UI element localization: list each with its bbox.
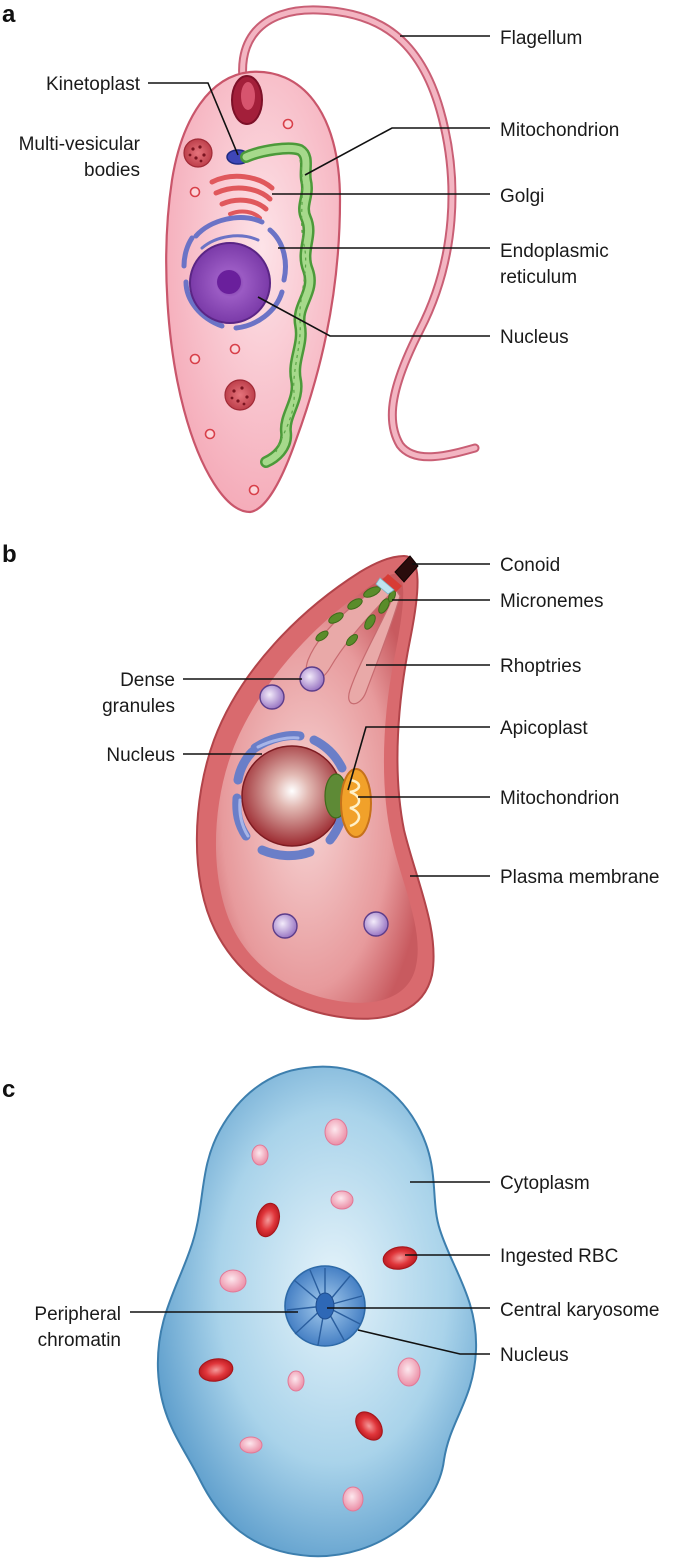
panel-b: b [2, 541, 659, 1020]
label-er-line1: Endoplasmic [500, 241, 609, 262]
multi-vesicular-body [183, 138, 213, 168]
golgi-a [209, 173, 275, 220]
label-apicoplast: Apicoplast [500, 718, 588, 739]
ingested-rbcs [198, 1202, 418, 1441]
label-cytoplasm: Cytoplasm [500, 1173, 590, 1194]
label-plasma-membrane: Plasma membrane [500, 867, 659, 888]
multi-vesicular-body [224, 379, 256, 411]
label-peripheral-line1: Peripheral [34, 1304, 121, 1325]
nucleus-c [284, 1265, 366, 1347]
dense-granules [259, 666, 389, 939]
label-central-karyosome: Central karyosome [500, 1300, 659, 1321]
label-multi-vesicular-line1: Multi-vesicular [19, 134, 141, 155]
panel-c: c [2, 1065, 659, 1558]
nucleolus-a [217, 270, 241, 294]
panel-a: a [2, 1, 619, 514]
mitochondrion-b [340, 768, 372, 838]
micronemes [315, 586, 396, 647]
label-ingested-rbc: Ingested RBC [500, 1246, 618, 1267]
central-karyosome [315, 1292, 335, 1320]
label-dense-line1: Dense [120, 670, 175, 691]
label-micronemes: Micronemes [500, 591, 603, 612]
label-golgi: Golgi [500, 186, 544, 207]
leader-lines-a [148, 35, 490, 337]
label-multi-vesicular-line2: bodies [84, 160, 140, 181]
label-nucleus-c: Nucleus [500, 1345, 569, 1366]
leader-lines-c [130, 1181, 490, 1355]
label-rhoptries: Rhoptries [500, 656, 581, 677]
label-conoid: Conoid [500, 555, 560, 576]
label-nucleus-a: Nucleus [500, 327, 569, 348]
conoid [375, 555, 419, 595]
vesicles-a [189, 118, 294, 496]
label-mitochondrion-a: Mitochondrion [500, 120, 619, 141]
label-dense-line2: granules [102, 696, 175, 717]
label-mitochondrion-b: Mitochondrion [500, 788, 619, 809]
label-er-line2: reticulum [500, 267, 577, 288]
food-vacuoles [219, 1118, 421, 1512]
mitochondrion-a [240, 142, 316, 468]
leader-lines-b [183, 563, 490, 877]
panel-c-letter: c [2, 1076, 15, 1103]
label-kinetoplast: Kinetoplast [46, 74, 141, 95]
panel-b-letter: b [2, 541, 17, 568]
label-flagellum: Flagellum [500, 28, 582, 49]
label-nucleus-b: Nucleus [106, 745, 175, 766]
label-peripheral-line2: chromatin [38, 1330, 121, 1351]
panel-a-letter: a [2, 1, 16, 28]
